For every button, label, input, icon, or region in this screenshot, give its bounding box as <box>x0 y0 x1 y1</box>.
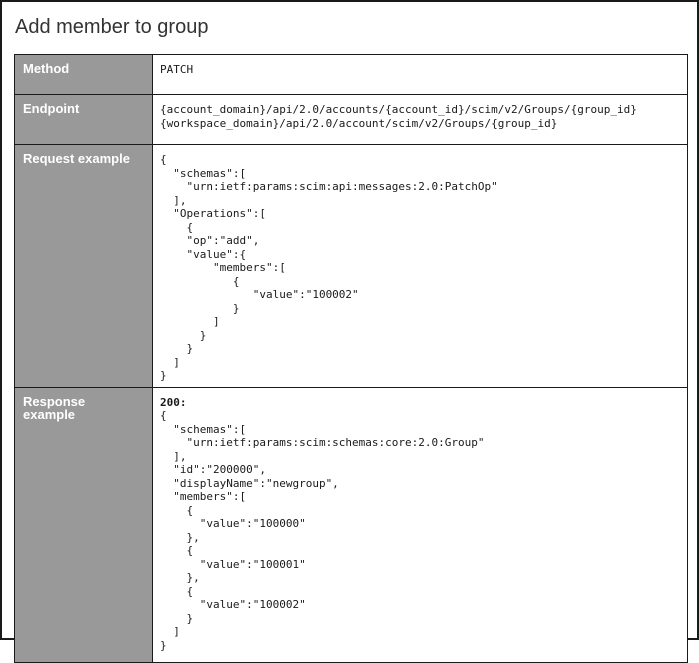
page-title: Add member to group <box>15 16 209 38</box>
endpoint-value-cell: {account_domain}/api/2.0/accounts/{accou… <box>152 94 688 145</box>
api-details-table: Method PATCH Endpoint {account_domain}/a… <box>14 54 688 663</box>
table-row-response-example: Response example 200: { "schemas":[ "urn… <box>14 386 688 663</box>
request-example-cell: { "schemas":[ "urn:ietf:params:scim:api:… <box>152 144 688 388</box>
table-row-method: Method PATCH <box>14 54 688 95</box>
method-label: Method <box>14 54 153 95</box>
endpoint-label: Endpoint <box>14 94 153 145</box>
method-value-cell: PATCH <box>152 54 688 95</box>
response-example-label: Response example <box>14 386 153 663</box>
response-example-code: { "schemas":[ "urn:ietf:params:scim:sche… <box>160 409 485 652</box>
response-status-code: 200: <box>160 395 187 409</box>
table-row-endpoint: Endpoint {account_domain}/api/2.0/accoun… <box>14 94 688 145</box>
table-row-request-example: Request example { "schemas":[ "urn:ietf:… <box>14 144 688 388</box>
request-example-label: Request example <box>14 144 153 388</box>
request-example-code: { "schemas":[ "urn:ietf:params:scim:api:… <box>160 153 498 382</box>
response-example-cell: 200: { "schemas":[ "urn:ietf:params:scim… <box>152 386 688 663</box>
endpoint-value: {account_domain}/api/2.0/accounts/{accou… <box>160 103 637 130</box>
method-value: PATCH <box>160 63 194 76</box>
